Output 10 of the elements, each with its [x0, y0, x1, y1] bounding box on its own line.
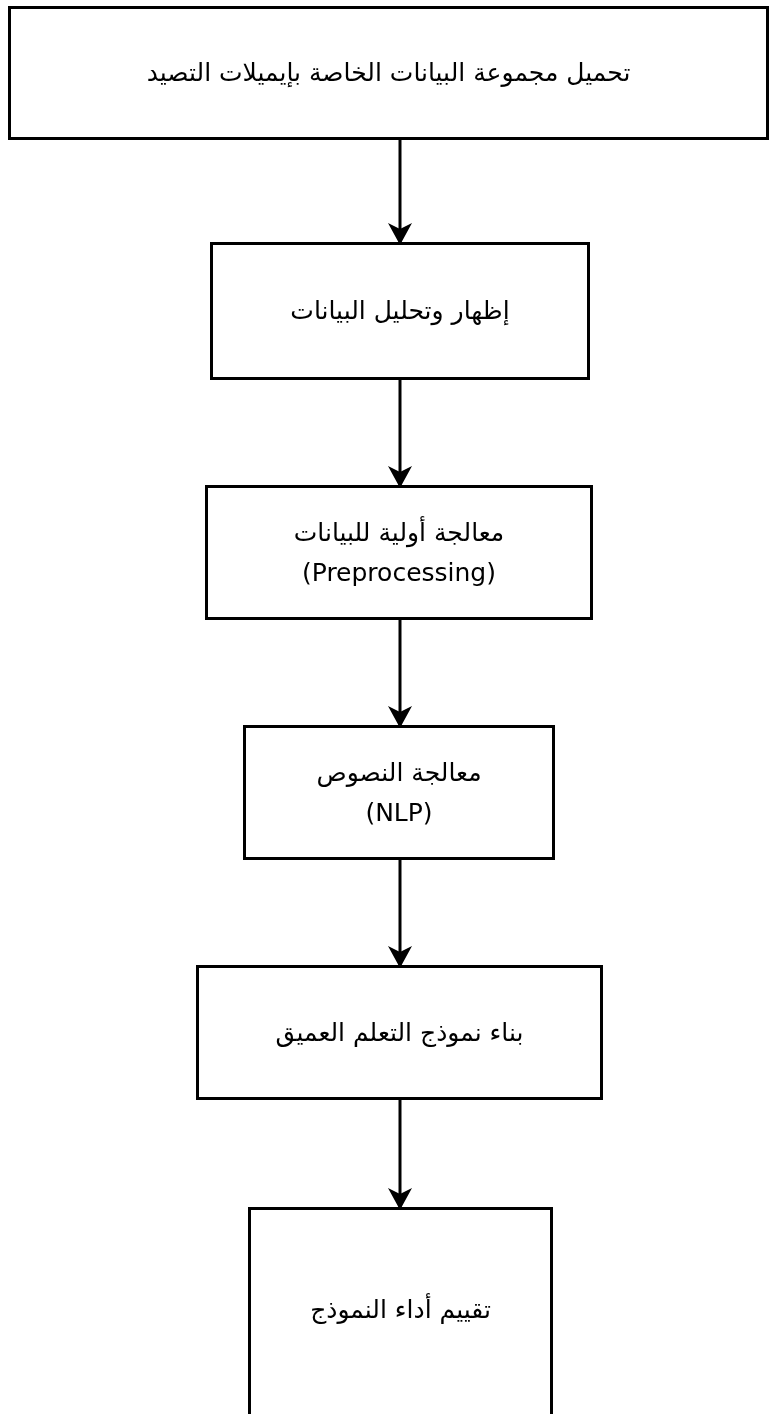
- process-box: [205, 485, 593, 620]
- process-box: [8, 6, 769, 140]
- box-text: بناء نموذج التعلم العميق: [275, 1016, 524, 1049]
- box-text: إظهار وتحليل البيانات: [290, 295, 510, 328]
- box-text: تقييم أداء النموذج: [310, 1292, 491, 1326]
- process-box: [196, 965, 603, 1100]
- process-box: [248, 1207, 553, 1414]
- box-text: تحميل مجموعة البيانات الخاصة بإيميلات التصيد: [146, 57, 631, 89]
- process-box: [210, 242, 590, 380]
- process-box: [243, 725, 555, 860]
